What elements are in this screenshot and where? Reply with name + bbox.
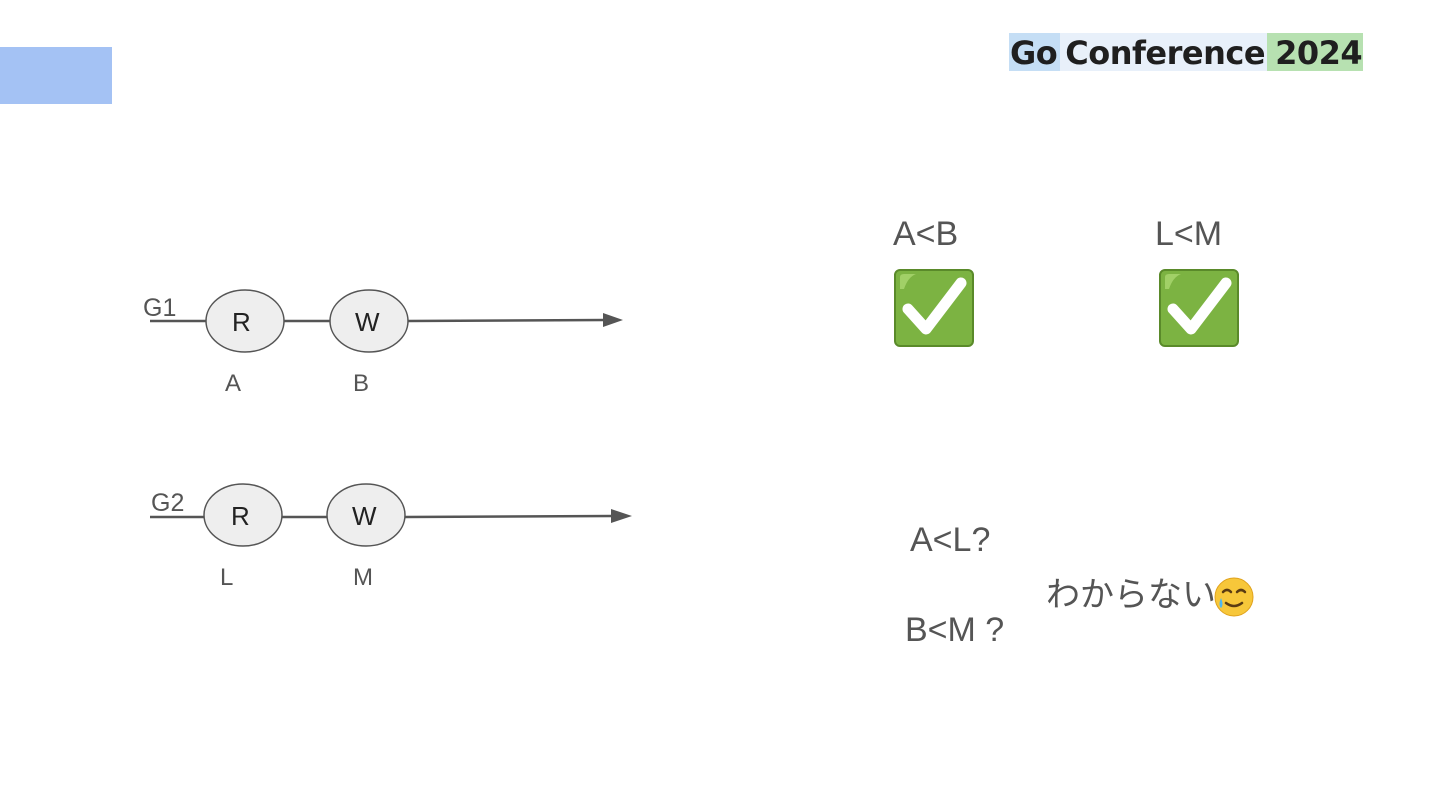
question-a-l: A<L? xyxy=(910,521,991,559)
verdict-text: わからない xyxy=(1046,575,1216,615)
node-g2-read xyxy=(203,483,283,547)
check-icon xyxy=(894,269,974,347)
logo-go: Go xyxy=(1009,33,1061,72)
question-b-m: B<M ? xyxy=(905,611,1005,649)
goroutine-label-g2: G2 xyxy=(151,489,185,517)
point-label-m: M xyxy=(353,564,373,591)
timeline-g1 xyxy=(150,289,623,353)
arrowhead-g2 xyxy=(611,509,632,523)
node-g1-read-label: R xyxy=(232,307,251,337)
logo-year: 2024 xyxy=(1267,33,1364,72)
go-conference-logo: Go Conference 2024 xyxy=(1009,33,1364,72)
check-icon xyxy=(1159,269,1239,347)
point-label-b: B xyxy=(353,370,370,397)
arrowhead-g1 xyxy=(603,313,623,327)
node-g1-write xyxy=(329,289,409,353)
timeline-g1-end xyxy=(407,318,606,323)
ordering-l-m: L<M xyxy=(1155,215,1223,253)
ordering-a-b: A<B xyxy=(893,215,959,253)
point-label-l: L xyxy=(220,564,234,591)
point-label-a: A xyxy=(225,370,242,397)
node-g1-write-label: W xyxy=(355,307,380,337)
node-g2-write xyxy=(326,483,406,547)
node-g2-read-label: R xyxy=(231,501,250,531)
node-g2-write-label: W xyxy=(352,501,377,531)
node-g1-read xyxy=(205,289,285,353)
logo-conference: Conference xyxy=(1060,33,1268,72)
timeline-g2-end xyxy=(404,514,614,519)
smiling-face-with-tear-icon xyxy=(1214,577,1254,617)
timeline-g2 xyxy=(150,483,632,547)
corner-accent-block xyxy=(0,47,112,104)
goroutine-label-g1: G1 xyxy=(143,294,177,322)
